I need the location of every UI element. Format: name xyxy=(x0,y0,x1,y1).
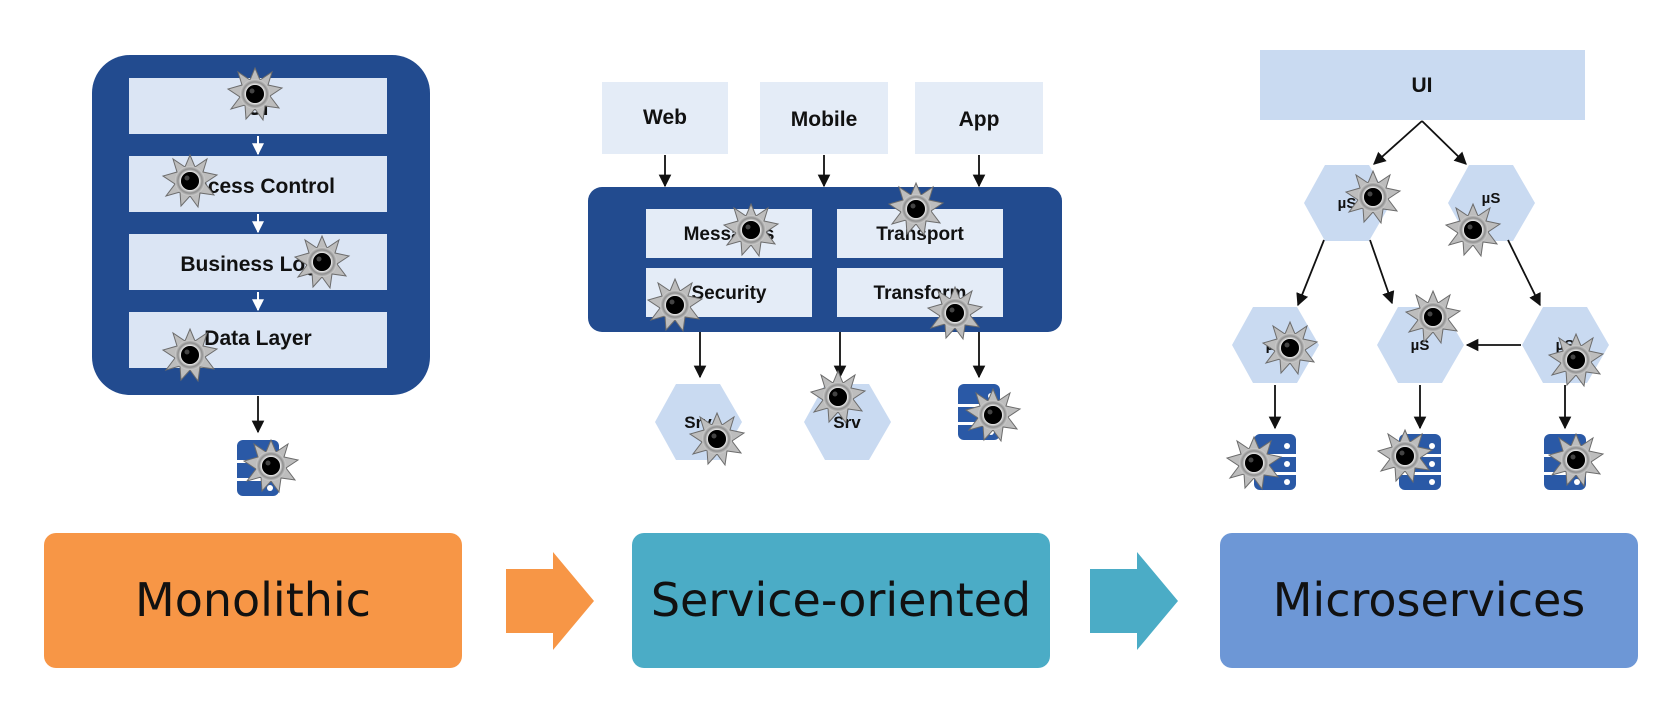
soa-service-label: Srv xyxy=(833,413,861,432)
monolith-layer-data-layer: Data Layer xyxy=(129,312,387,368)
stage-label: Monolithic xyxy=(135,573,371,627)
microservices-diagram: UI µS µS µS µS µS xyxy=(1232,50,1609,490)
soa-client-app: App xyxy=(915,82,1043,154)
stage-monolithic: Monolithic xyxy=(44,533,462,668)
stage-microservices: Microservices xyxy=(1220,533,1638,668)
micro-ui-label: UI xyxy=(1412,74,1433,97)
soa-client-web: Web xyxy=(602,82,728,154)
monolith-layer-label: Data Layer xyxy=(204,327,311,350)
stage-service-oriented: Service-oriented xyxy=(632,533,1050,668)
soa-bus-label: Security xyxy=(692,283,767,304)
monolith-layer-business-logic: Business Logic xyxy=(129,234,387,290)
micro-service-label: µS xyxy=(1482,190,1501,207)
soa-bus-label: Transport xyxy=(876,224,964,245)
soa-client-label: App xyxy=(959,108,1000,131)
arrow-right-icon xyxy=(1090,552,1178,650)
soa-client-label: Web xyxy=(643,106,687,129)
monolith-layer-label: Access Control xyxy=(181,175,335,198)
arrow-right-icon xyxy=(506,552,594,650)
micro-ui-box: UI xyxy=(1260,50,1585,120)
soa-client-label: Mobile xyxy=(791,108,858,131)
stage-label: Service-oriented xyxy=(651,573,1031,627)
soa-client-mobile: Mobile xyxy=(760,82,888,154)
soa-bus-messages: Messages xyxy=(646,209,812,258)
stage-label: Microservices xyxy=(1273,573,1586,627)
monolith-layer-access-control: Access Control xyxy=(129,156,387,212)
monolithic-diagram: UI Access Control Business Logic Data La… xyxy=(92,55,430,496)
